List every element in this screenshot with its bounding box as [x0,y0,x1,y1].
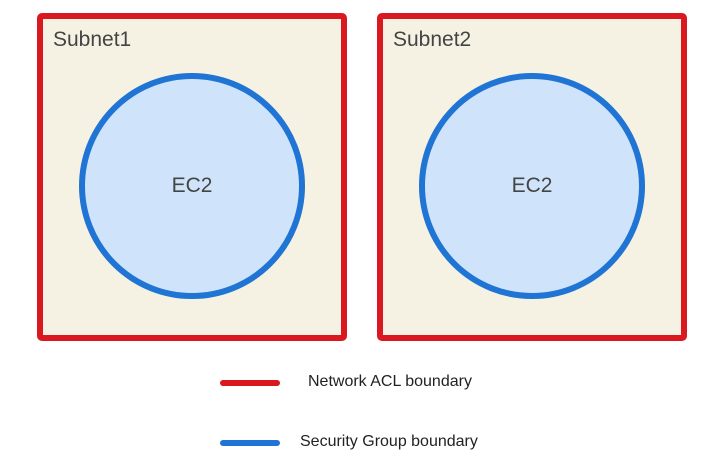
subnet-1-label: Subnet1 [53,28,132,51]
legend-item-network-acl: Network ACL boundary [0,371,720,395]
subnet-2-security-group-boundary: EC2 [419,73,645,299]
network-acl-legend-label: Network ACL boundary [308,373,472,390]
subnet-1-security-group-boundary: EC2 [79,73,305,299]
network-acl-legend-swatch [220,380,280,386]
subnet-2-label: Subnet2 [393,28,472,51]
security-group-legend-label: Security Group boundary [300,433,478,450]
subnet-2-ec2-label: EC2 [511,174,553,197]
subnet-1-ec2-label: EC2 [171,174,213,197]
legend-item-security-group: Security Group boundary [0,431,720,455]
security-group-legend-swatch [220,440,280,446]
subnet-2-acl-boundary: Subnet2 EC2 [377,13,687,341]
subnet-1-acl-boundary: Subnet1 EC2 [37,13,347,341]
